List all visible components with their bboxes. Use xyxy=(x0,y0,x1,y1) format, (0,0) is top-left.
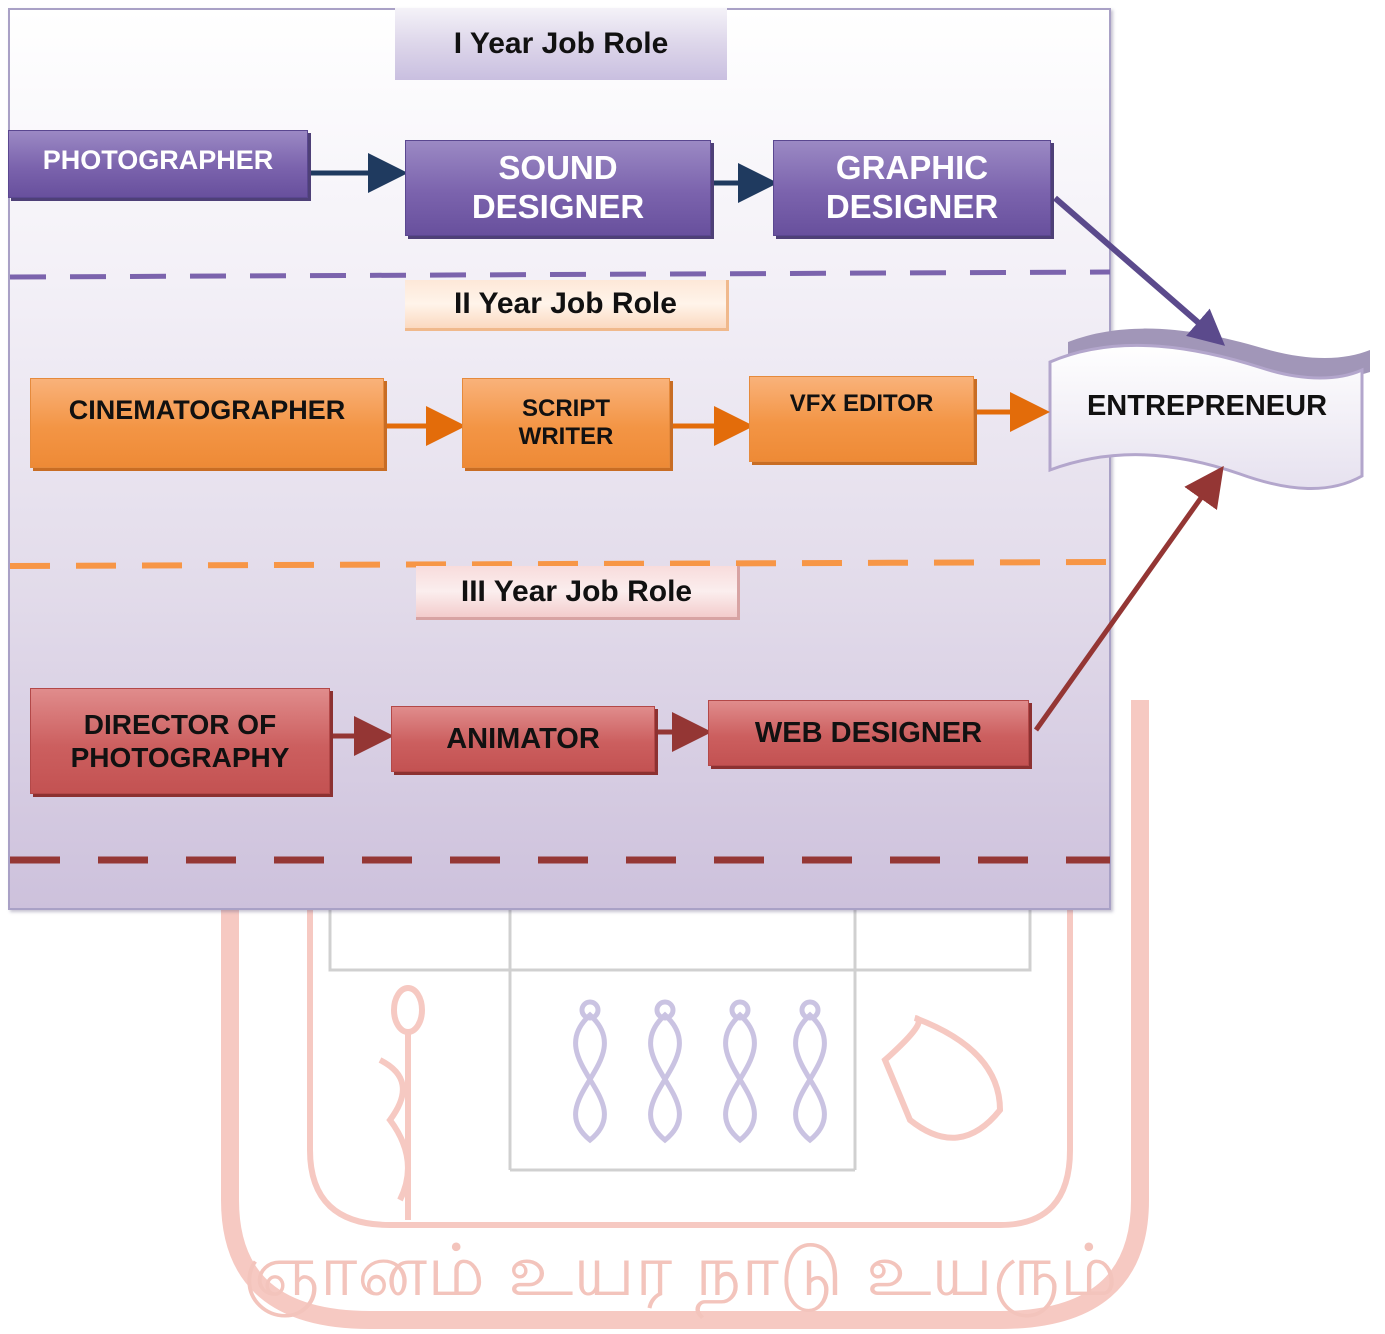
role-sound-designer: SOUND DESIGNER xyxy=(405,140,711,236)
role-graphic-designer: GRAPHIC DESIGNER xyxy=(773,140,1051,236)
role-director-of-photography-label: DIRECTOR OF PHOTOGRAPHY xyxy=(70,708,290,773)
role-web-designer: WEB DESIGNER xyxy=(708,700,1029,766)
year1-header: I Year Job Role xyxy=(395,8,727,80)
role-vfx-editor-label: VFX EDITOR xyxy=(789,390,934,417)
year2-divider xyxy=(9,559,1111,569)
role-vfx-editor: VFX EDITOR xyxy=(749,376,974,462)
role-director-of-photography: DIRECTOR OF PHOTOGRAPHY xyxy=(30,688,330,794)
role-animator-label: ANIMATOR xyxy=(446,722,600,755)
seal-grid-icon xyxy=(328,878,1032,1172)
seal-lamp-icon xyxy=(881,1015,1004,1141)
entrepreneur-label: ENTREPRENEUR xyxy=(1086,390,1328,422)
seal-staff-icon xyxy=(378,985,425,1220)
seal-outer-ring-icon xyxy=(221,700,1149,1329)
entrepreneur-flag-icon xyxy=(1048,328,1370,490)
arrow-graphic-to-entrepreneur xyxy=(1053,195,1226,346)
role-cinematographer-label: CINEMATOGRAPHER xyxy=(68,395,346,425)
role-sound-designer-label: SOUND DESIGNER xyxy=(471,149,645,225)
role-graphic-designer-label: GRAPHIC DESIGNER xyxy=(825,149,999,225)
seal-motto-text: ஞானம் உயர நாடு உயரும் xyxy=(242,1228,1117,1319)
year3-header: III Year Job Role xyxy=(416,566,740,620)
role-web-designer-label: WEB DESIGNER xyxy=(754,716,983,749)
year2-header: II Year Job Role xyxy=(405,280,729,331)
role-script-writer: SCRIPT WRITER xyxy=(462,378,670,468)
role-animator: ANIMATOR xyxy=(391,706,655,772)
year1-divider xyxy=(9,269,1111,280)
seal-kolam-icon xyxy=(573,999,827,1144)
arrow-web-to-entrepreneur xyxy=(1033,465,1224,732)
role-script-writer-label: SCRIPT WRITER xyxy=(518,394,614,450)
role-photographer: PHOTOGRAPHER xyxy=(8,130,308,198)
role-photographer-label: PHOTOGRAPHER xyxy=(42,145,274,175)
role-cinematographer: CINEMATOGRAPHER xyxy=(30,378,384,468)
